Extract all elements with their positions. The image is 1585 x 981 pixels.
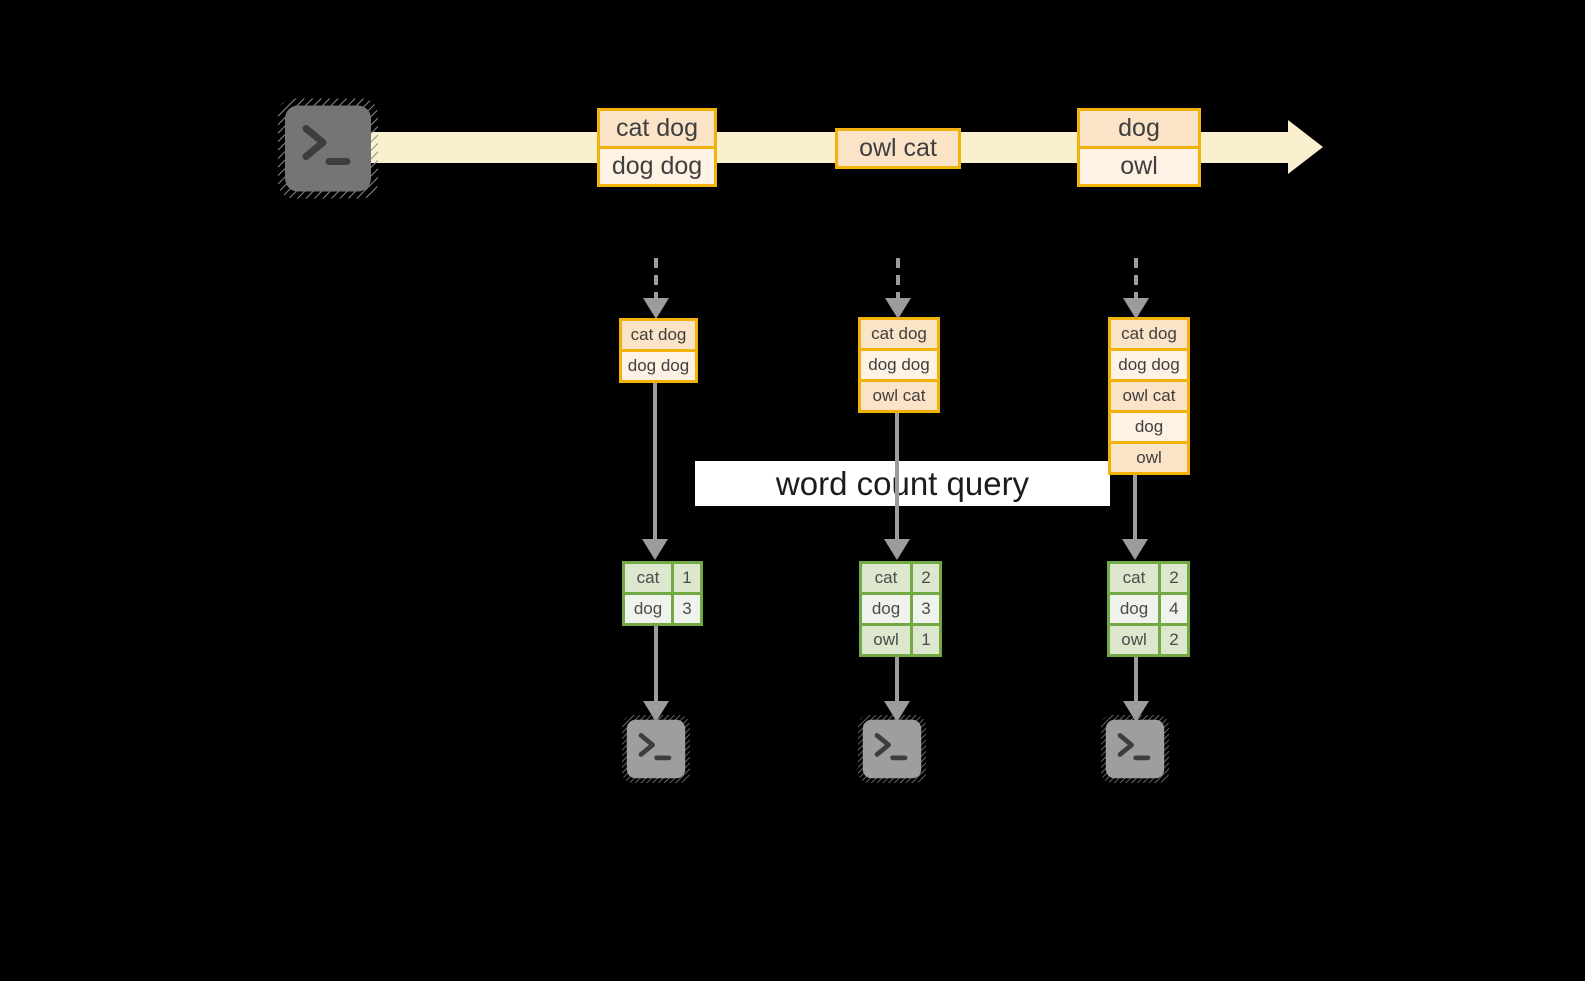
count-word: cat [862,564,910,592]
count-word: dog [862,595,910,623]
terminal-source-icon [278,97,378,200]
input-line: dog [1111,413,1187,441]
solid-arrow-icon [1123,657,1149,723]
count-table-3: cat 2 dog 4 owl 2 [1107,561,1190,657]
input-line: owl [1111,444,1187,472]
query-banner: word count query [695,461,1110,506]
count-word: dog [1110,595,1158,623]
stream-batch-1: cat dog dog dog [597,108,717,187]
input-stack-3: cat dog dog dog owl cat dog owl [1108,317,1190,475]
solid-arrow-icon [884,657,910,723]
input-line: dog dog [622,352,695,380]
stream-record: owl cat [838,131,958,166]
input-line: cat dog [1111,320,1187,348]
input-line: dog dog [1111,351,1187,379]
count-word: cat [625,564,671,592]
input-stack-2: cat dog dog dog owl cat [858,317,940,413]
terminal-sink-icon [1101,712,1169,786]
stream-record: owl [1080,149,1198,184]
stream-batch-2: owl cat [835,128,961,169]
stream-record: cat dog [600,111,714,146]
stream-record: dog dog [600,149,714,184]
solid-arrow-icon [884,413,910,561]
input-stack-1: cat dog dog dog [619,318,698,383]
count-value: 1 [674,564,700,592]
terminal-sink-icon [622,712,690,786]
dashed-arrow-icon [643,258,669,319]
count-value: 3 [913,595,939,623]
count-value: 2 [913,564,939,592]
stream-record: dog [1080,111,1198,146]
count-word: dog [625,595,671,623]
count-value: 2 [1161,626,1187,654]
query-label: word count query [775,464,1030,502]
count-word: cat [1110,564,1158,592]
solid-arrow-icon [1122,475,1148,561]
count-value: 2 [1161,564,1187,592]
count-value: 3 [674,595,700,623]
count-word: owl [862,626,910,654]
terminal-sink-icon [858,712,926,786]
dashed-arrow-icon [885,258,911,319]
count-table-2: cat 2 dog 3 owl 1 [859,561,942,657]
input-line: dog dog [861,351,937,379]
event-stream-arrowhead-icon [1288,120,1323,174]
count-value: 1 [913,626,939,654]
solid-arrow-icon [642,383,668,561]
count-value: 4 [1161,595,1187,623]
count-table-1: cat 1 dog 3 [622,561,703,626]
input-line: cat dog [861,320,937,348]
solid-arrow-icon [643,626,669,723]
input-line: cat dog [622,321,695,349]
input-line: owl cat [861,382,937,410]
stream-batch-3: dog owl [1077,108,1201,187]
dashed-arrow-icon [1123,258,1149,319]
count-word: owl [1110,626,1158,654]
input-line: owl cat [1111,382,1187,410]
